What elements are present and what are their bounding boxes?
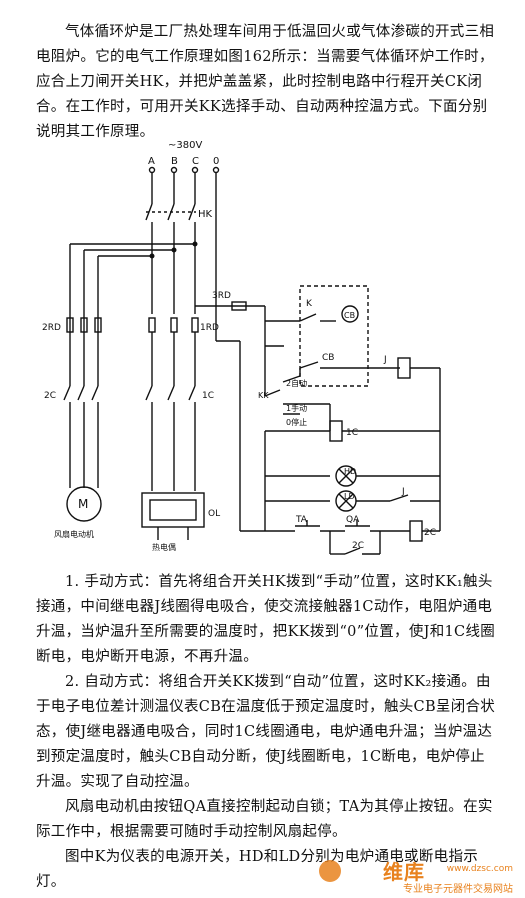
phase-a-label: A [148, 156, 155, 167]
kk-zero-label: 0停止 [286, 417, 307, 427]
switch-k-label: K [306, 299, 313, 309]
contact-cb-label: CB [322, 353, 334, 363]
phase-c-label: C [192, 156, 199, 167]
contactor-2c-main-label: 2C [44, 391, 56, 401]
contact-j-label: J [401, 487, 405, 497]
contactor-1c-main-label: 1C [202, 391, 214, 401]
intro-paragraph: 气体循环炉是工厂热处理车间用于低温回火或气体渗碳的开式三相电阻炉。它的电气工作原… [36, 24, 495, 140]
watermark-logo-icon [319, 860, 341, 882]
furnace-branch [141, 317, 205, 540]
watermark-logo: 维库 [383, 860, 425, 884]
circuit-diagram: ~380V A B C 0 HK 2RD 2C M 风扇电动机 [42, 140, 441, 555]
fan-motor-caption: 风扇电动机 [54, 529, 94, 539]
coil-2c-label: 2C [424, 528, 436, 538]
lamp-ld-label: LD [344, 492, 355, 501]
contact-2c-label: 2C [352, 541, 364, 551]
manual-mode-paragraph: 1. 手动方式：首先将组合开关HK拨到“手动”位置，这时KK₁触头接通，中间继电… [36, 574, 496, 665]
lamp-hd-label: HD [344, 467, 356, 476]
watermark: 维库 www.dzsc.com 专业电子元器件交易网站 [307, 854, 517, 896]
phase-b-label: B [171, 156, 178, 167]
fuse-2rd-label: 2RD [42, 323, 61, 333]
watermark-url: www.dzsc.com [446, 864, 513, 874]
main-bus [145, 173, 217, 341]
button-qa-label: QA [346, 515, 360, 525]
coil-1c-label: 1C [346, 428, 358, 438]
watermark-slogan: 专业电子元器件交易网站 [403, 884, 513, 895]
fuse-1rd-label: 1RD [200, 323, 219, 333]
supply-label: ~380V [168, 140, 202, 151]
fan-paragraph: 风扇电动机由按钮QA直接控制起动自锁；TA为其停止按钮。在实际工作中，根据需要可… [36, 799, 493, 840]
kk-manual-label: 1手动 [286, 403, 307, 413]
overload-ol-label: OL [208, 509, 220, 519]
button-ta-label: TA [295, 515, 308, 525]
fan-motor-icon: M [78, 497, 88, 511]
auto-mode-paragraph: 2. 自动方式：将组合开关KK拨到“自动”位置，这时KK₂接通。由于电子电位差计… [36, 674, 496, 790]
supply-terminals [148, 166, 220, 174]
neutral-label: 0 [213, 156, 219, 167]
meter-cb-label: CB [344, 311, 355, 320]
kk-auto-label: 2自动 [286, 378, 307, 388]
control-circuit [195, 285, 441, 555]
fan-branch [63, 241, 198, 522]
relay-j-label: J [383, 355, 387, 365]
legend-note-paragraph: 图中K为仪表的电源开关，HD和LD分别为电炉通电或断电指示灯。 [36, 849, 479, 890]
hk-label: HK [198, 209, 213, 220]
thermocouple-caption: 热电偶 [152, 542, 176, 552]
fuse-3rd-label: 3RD [212, 291, 231, 301]
kk-label: KK [258, 391, 269, 400]
